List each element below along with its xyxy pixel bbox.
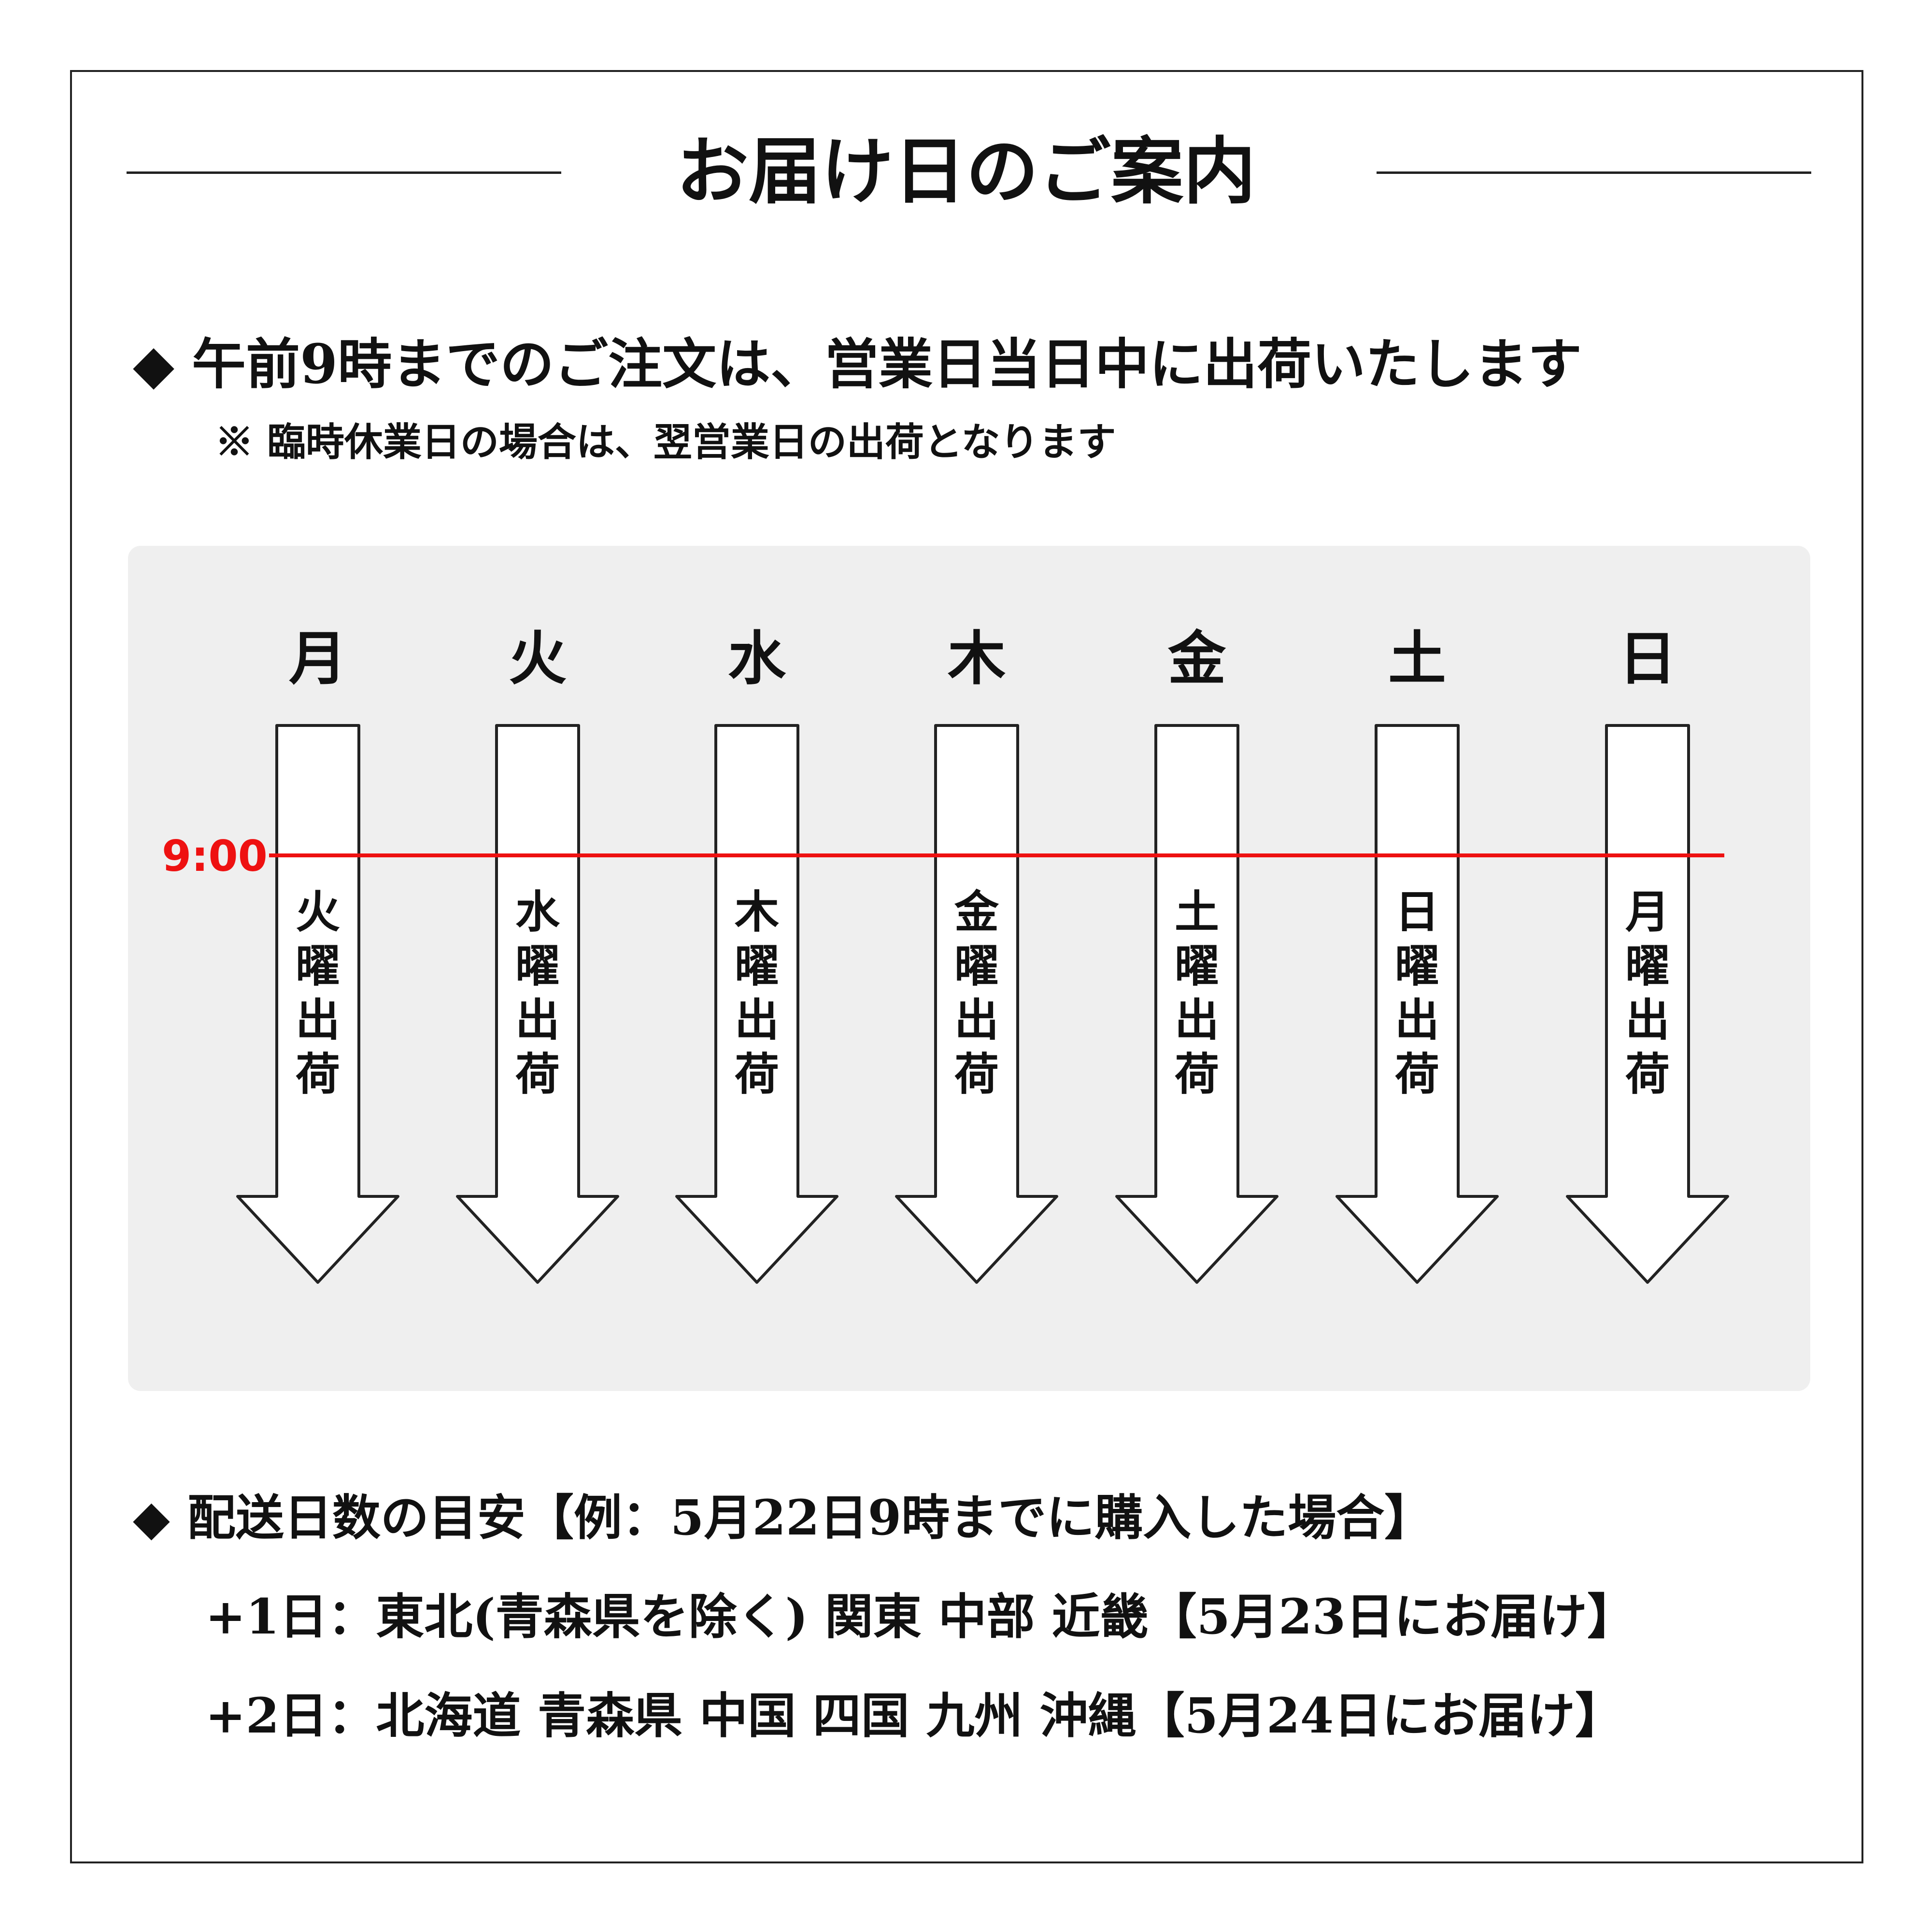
order-day-label: 日: [1619, 625, 1676, 693]
ship-day-char: 荷: [954, 1049, 999, 1100]
cutoff-time-label: 9:00: [162, 831, 268, 881]
ship-day-char: 曜: [735, 940, 779, 992]
ship-day-char: 荷: [735, 1049, 779, 1100]
ship-day-char: 月: [1625, 886, 1670, 938]
title-rule-right: [1377, 171, 1811, 174]
ship-day-char: 日: [1395, 886, 1439, 938]
delivery-heading-text: 配送日数の目安【例：5月22日9時までに購入した場合】: [187, 1489, 1433, 1546]
ship-day-char: 出: [296, 994, 340, 1046]
ship-day-char: 荷: [1395, 1049, 1439, 1100]
arrow-down-icon: [895, 724, 1058, 1284]
arrow-down-icon: [1566, 724, 1729, 1284]
ship-day-char: 出: [1395, 994, 1439, 1046]
order-day-label: 月: [289, 625, 347, 693]
ship-day-char: 荷: [515, 1049, 560, 1100]
ship-day-char: 曜: [1625, 940, 1670, 992]
ship-day-char: 出: [1175, 994, 1219, 1046]
ship-day-char: 荷: [1625, 1049, 1670, 1100]
ship-day-char: 曜: [954, 940, 999, 992]
arrow-down-icon: [456, 724, 619, 1284]
ship-day-char: 出: [515, 994, 560, 1046]
page-title: お届け日のご案内: [676, 129, 1256, 214]
ship-day-char: 金: [954, 886, 999, 938]
delivery-heading: ◆ 配送日数の目安【例：5月22日9時までに購入した場合】: [133, 1468, 1635, 1567]
ship-day-char: 水: [515, 886, 560, 938]
diamond-bullet-icon: ◆: [133, 333, 175, 396]
shipping-notice: ◆ 午前9時までのご注文は、営業日当日中に出荷いたします: [133, 328, 1582, 401]
delivery-estimate: ◆ 配送日数の目安【例：5月22日9時までに購入した場合】 +1日：東北(青森県を…: [133, 1468, 1635, 1765]
order-day-label: 土: [1388, 625, 1446, 693]
ship-day-char: 出: [1625, 994, 1670, 1046]
ship-day-char: 荷: [1175, 1049, 1219, 1100]
ship-day-char: 出: [954, 994, 999, 1046]
outer-frame: [70, 70, 1863, 1863]
arrow-down-icon: [675, 724, 838, 1284]
order-day-label: 水: [728, 625, 786, 693]
diamond-bullet-icon: ◆: [133, 1489, 170, 1546]
ship-day-char: 出: [735, 994, 779, 1046]
ship-day-char: 曜: [515, 940, 560, 992]
arrow-down-icon: [1335, 724, 1499, 1284]
ship-day-char: 木: [735, 886, 779, 938]
delivery-row-plus1: +1日：東北(青森県を除く) 関東 中部 近畿【5月23日にお届け】: [205, 1588, 1636, 1645]
order-day-label: 金: [1167, 625, 1226, 693]
ship-day-char: 曜: [296, 940, 340, 992]
shipping-notice-text: 午前9時までのご注文は、営業日当日中に出荷いたします: [192, 333, 1582, 396]
title-rule-left: [127, 171, 561, 174]
order-day-label: 火: [509, 625, 567, 693]
arrow-down-icon: [1115, 724, 1279, 1284]
ship-day-char: 荷: [296, 1049, 340, 1100]
ship-day-char: 土: [1175, 886, 1219, 938]
arrow-down-icon: [236, 724, 399, 1284]
ship-day-char: 曜: [1175, 940, 1219, 992]
delivery-row-plus2: +2日：北海道 青森県 中国 四国 九州 沖縄【5月24日にお届け】: [205, 1687, 1624, 1744]
ship-day-char: 火: [296, 886, 340, 938]
holiday-notice: ※ 臨時休業日の場合は、翌営業日の出荷となります: [215, 419, 1116, 465]
ship-day-char: 曜: [1395, 940, 1439, 992]
order-day-label: 木: [948, 625, 1006, 693]
